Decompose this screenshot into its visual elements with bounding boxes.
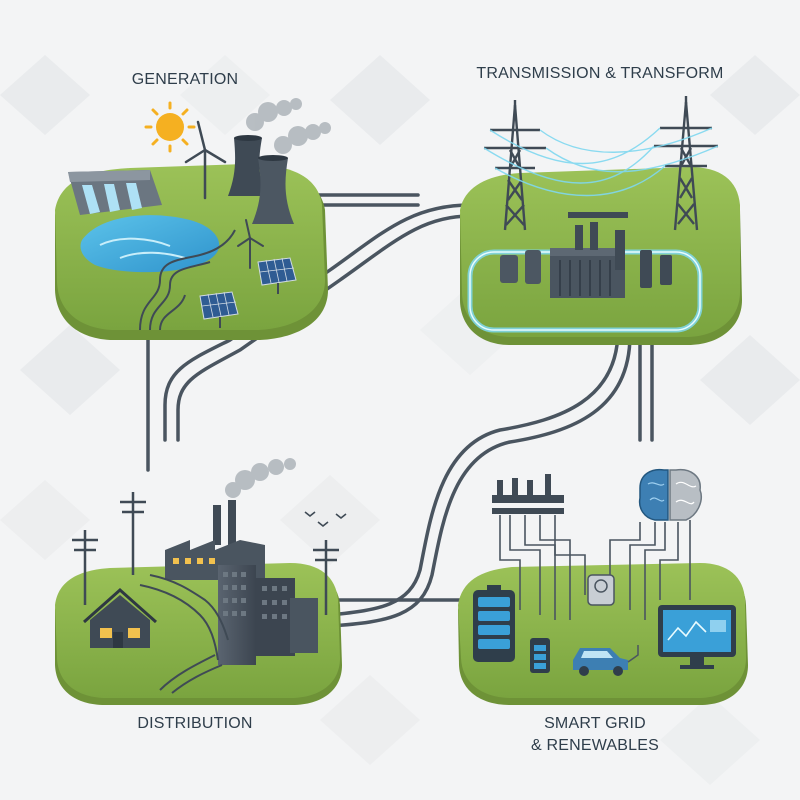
smart-grid-label-line2: & RENEWABLES [530,737,660,754]
brain-icon [638,468,702,521]
distribution-label: DISTRIBUTION [137,715,253,732]
battery-icon [530,638,550,673]
transmission-tower-icon [484,100,546,231]
smart-grid-island [458,468,748,705]
transmission-tower-icon [654,96,718,231]
generation-label: GENERATION [131,71,239,88]
transformer-icon [500,212,672,298]
office-building-icon [218,565,318,665]
house-icon [83,587,157,648]
utility-pole-icon [120,492,146,575]
solar-panel-icon [199,291,239,328]
smart-grid-label: SMART GRID & RENEWABLES [500,713,690,757]
monitor-icon [658,605,736,669]
battery-icon [473,585,515,662]
transmission-label: TRANSMISSION & TRANSFORM [476,65,724,82]
electric-car-icon [573,645,639,676]
smoke [225,458,296,498]
sun-icon [144,101,196,153]
wind-turbine-icon [237,219,264,269]
utility-pole-icon [313,540,339,615]
cooling-tower-icon [228,135,294,224]
smart-grid-label-line1: SMART GRID [544,715,646,732]
background-pattern [0,55,800,785]
cables [146,193,654,628]
generation-island [55,98,331,340]
transformer-icon [492,474,564,514]
distribution-island [55,458,347,705]
transmission-island [460,96,742,345]
wind-turbine-icon [184,120,227,200]
solar-panel-icon [257,257,297,294]
utility-pole-icon [72,530,98,605]
smoke [246,98,331,154]
bird-icon [304,511,347,528]
